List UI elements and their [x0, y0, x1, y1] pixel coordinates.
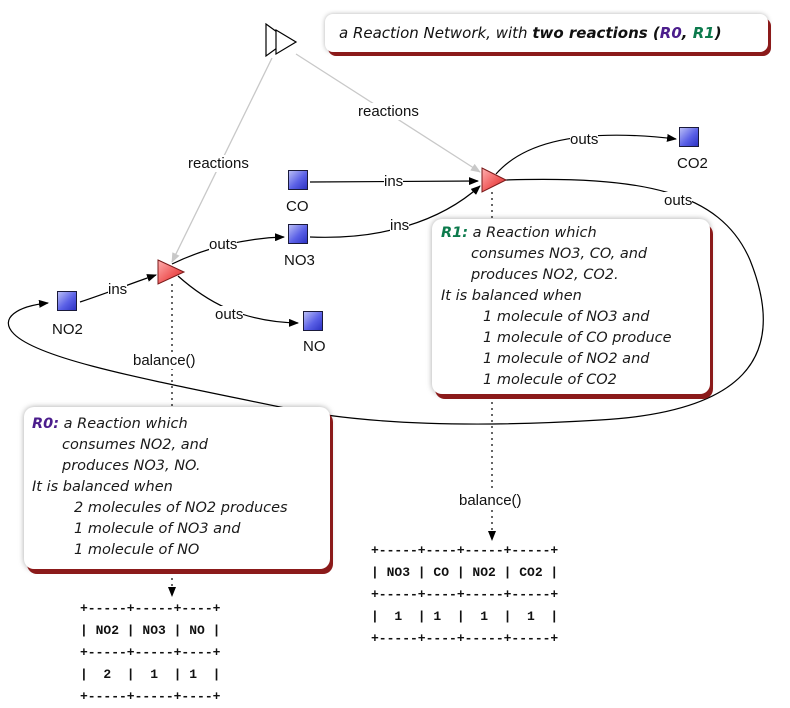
title-comma: ,: [681, 24, 693, 42]
title-bold: two reactions (: [532, 24, 660, 42]
species-no3-label: NO3: [284, 252, 315, 269]
reaction-r1-icon[interactable]: [481, 167, 508, 193]
r1-description-callout: R1: a Reaction which consumes NO3, CO, a…: [432, 219, 710, 394]
r1-balance-table: +-----+----+-----+-----+ | NO3 | CO | NO…: [371, 543, 559, 646]
r0-line-3: produces NO3, NO.: [62, 458, 201, 474]
edge-label-outs-no3: outs: [209, 236, 238, 253]
species-no2-node[interactable]: [57, 291, 77, 311]
r1-line-5: 1 molecule of NO3 and: [483, 309, 650, 325]
r0-line-5: 2 molecules of NO2 produces: [74, 500, 288, 516]
r0-description-callout: R0: a Reaction which consumes NO2, and p…: [24, 407, 330, 569]
title-close: ): [714, 24, 722, 42]
species-co-node[interactable]: [288, 170, 308, 190]
r1-line-6: 1 molecule of CO produce: [483, 330, 672, 346]
r1-line-7: 1 molecule of NO2 and: [483, 351, 650, 367]
edge-r1-to-no2: [7, 178, 764, 425]
title-prefix: a Reaction Network, with: [339, 24, 533, 42]
network-node-icon[interactable]: [265, 22, 298, 58]
r0-line-7: 1 molecule of NO: [74, 542, 200, 558]
r0-line-1: a Reaction which: [59, 416, 188, 432]
edge-label-reactions-right: reactions: [358, 103, 419, 120]
edge-label-outs-no2: outs: [664, 192, 693, 209]
edge-label-balance-r0: balance(): [133, 352, 196, 369]
r0-line-4: It is balanced when: [32, 479, 173, 495]
edge-label-ins-no3: ins: [390, 217, 410, 234]
r1-line-4: It is balanced when: [441, 288, 582, 304]
edge-label-reactions-left: reactions: [188, 155, 249, 172]
edge-label-ins-co: ins: [384, 173, 404, 190]
r1-line-1: a Reaction which: [468, 225, 597, 241]
reaction-r0-icon[interactable]: [157, 259, 186, 285]
species-no-label: NO: [303, 338, 326, 355]
r0-line-6: 1 molecule of NO3 and: [74, 521, 241, 537]
r0-balance-table: +-----+-----+----+ | NO2 | NO3 | NO | +-…: [80, 601, 221, 704]
edge-label-outs-no: outs: [215, 306, 244, 323]
r0-tag: R0:: [32, 416, 60, 432]
r1-line-8: 1 molecule of CO2: [483, 372, 617, 388]
species-co-label: CO: [286, 198, 309, 215]
title-callout: a Reaction Network, with two reactions (…: [325, 14, 768, 52]
r1-tag: R1:: [441, 225, 469, 241]
title-r1-tag: R1: [692, 24, 715, 42]
r0-line-2: consumes NO2, and: [62, 437, 208, 453]
edge-label-outs-co2: outs: [570, 131, 599, 148]
species-co2-label: CO2: [677, 155, 708, 172]
species-no3-node[interactable]: [288, 224, 308, 244]
r1-line-2: consumes NO3, CO, and: [471, 246, 648, 262]
r1-line-3: produces NO2, CO2.: [471, 267, 619, 283]
species-no2-label: NO2: [52, 321, 83, 338]
edge-label-balance-r1: balance(): [459, 492, 522, 509]
edge-label-ins-no2: ins: [108, 281, 128, 298]
species-no-node[interactable]: [303, 311, 323, 331]
species-co2-node[interactable]: [679, 127, 699, 147]
title-r0-tag: R0: [659, 24, 682, 42]
